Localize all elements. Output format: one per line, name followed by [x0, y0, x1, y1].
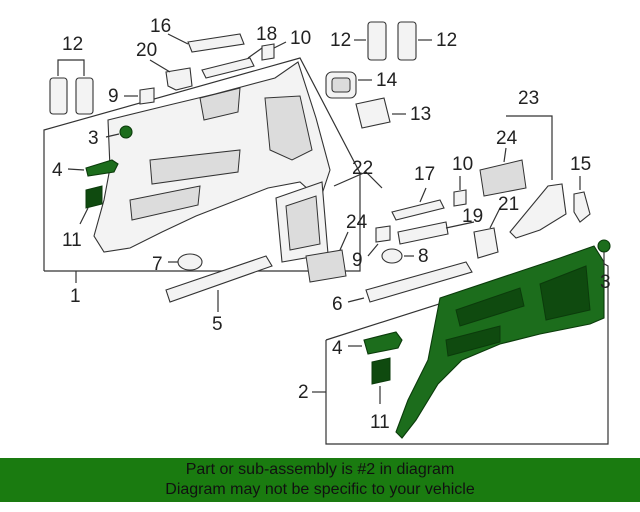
banner-line-2: Diagram may not be specific to your vehi… — [165, 481, 475, 498]
callout-12c: 12 — [436, 30, 457, 51]
callout-23: 23 — [518, 88, 539, 109]
callout-6: 6 — [332, 294, 343, 315]
fastener-3-right — [597, 239, 611, 253]
clip-9-right — [375, 225, 391, 243]
switch-11-left — [85, 185, 103, 209]
callout-24b: 24 — [496, 128, 518, 149]
callout-8: 8 — [418, 246, 429, 267]
lamp-12-left-b — [75, 77, 94, 115]
right-trim-lower-pocket — [445, 325, 501, 357]
clip-10-top — [261, 43, 275, 61]
callout-18: 18 — [256, 24, 277, 45]
lamp-12-right-b — [397, 21, 417, 61]
callout-10a: 10 — [290, 28, 311, 49]
trim-strip-17 — [391, 199, 445, 221]
cargo-net-24-left — [305, 249, 347, 283]
callout-12b: 12 — [330, 30, 351, 51]
cargo-panel-23 — [509, 183, 567, 239]
callout-11a: 11 — [62, 230, 82, 251]
callout-1: 1 — [70, 286, 81, 307]
trim-strip-19 — [397, 221, 449, 245]
callout-23-leader — [506, 115, 553, 180]
callout-9b-leader — [367, 243, 379, 257]
callout-2: 2 — [298, 382, 309, 403]
callout-15: 15 — [570, 154, 591, 175]
callout-3a: 3 — [88, 128, 99, 149]
left-trim-lower-pocket — [149, 149, 241, 185]
callout-3b: 3 — [600, 272, 611, 293]
callout-9b: 9 — [352, 250, 363, 271]
callout-11a-leader — [79, 207, 89, 225]
callout-17-leader — [419, 187, 427, 203]
callout-16-leader — [167, 33, 189, 45]
lamp-12-right-a — [367, 21, 387, 61]
callout-6-leader — [347, 297, 365, 303]
callout-16: 16 — [150, 16, 171, 37]
callout-11b: 11 — [370, 412, 390, 433]
callout-3a-leader — [105, 133, 120, 138]
clip-9-left — [139, 87, 155, 105]
callout-5: 5 — [212, 314, 223, 335]
callout-19: 19 — [462, 206, 483, 227]
callout-22-leader — [333, 171, 383, 189]
callout-17: 17 — [414, 164, 435, 185]
callout-4a-leader — [67, 168, 85, 171]
callout-12a-leader — [57, 59, 85, 76]
callout-22: 22 — [352, 158, 373, 179]
jack-cover-21 — [473, 227, 499, 259]
callout-20: 20 — [136, 40, 157, 61]
grommet-8 — [381, 248, 403, 264]
callout-19-leader — [445, 221, 475, 229]
lamp-12-left-a — [49, 77, 68, 115]
cargo-net-22 — [285, 195, 321, 251]
callout-4b: 4 — [332, 338, 343, 359]
cargo-net-24-right — [479, 159, 527, 197]
fastener-3-left — [119, 125, 133, 139]
callout-10a-leader — [273, 41, 287, 49]
assembly-1-outline — [43, 57, 361, 272]
clip-10-mid — [453, 189, 467, 207]
switch-11-right — [371, 357, 391, 385]
assembly-1-group: 1 — [43, 57, 361, 307]
handle-4-right — [363, 331, 403, 355]
callout-4a: 4 — [52, 160, 63, 181]
callout-12a: 12 — [62, 34, 83, 55]
trim-strip-16 — [187, 33, 245, 53]
callout-9a: 9 — [108, 86, 119, 107]
info-banner: Part or sub-assembly is #2 in diagram Di… — [0, 458, 640, 502]
callout-14: 14 — [376, 70, 398, 91]
bezel-14-inner — [331, 77, 351, 93]
sill-plate-6 — [365, 261, 473, 303]
callout-24b-leader — [503, 147, 507, 163]
sill-plate-5 — [165, 255, 273, 303]
callout-20-leader — [149, 59, 171, 73]
left-trim-rear-opening — [264, 95, 313, 161]
right-trim-rear-opening — [539, 265, 591, 321]
trim-strip-18 — [201, 57, 255, 79]
callout-21: 21 — [498, 194, 519, 215]
grommet-7 — [177, 253, 203, 271]
left-trim-storage-bin — [129, 185, 201, 221]
callout-13: 13 — [410, 104, 431, 125]
left-trim-upper-opening — [199, 87, 241, 121]
handle-4-left — [85, 159, 119, 177]
parts-diagram: 1 3 4 11 12 9 20 16 18 10 12 12 14 13 — [43, 16, 611, 445]
callout-24a-leader — [339, 231, 349, 251]
hook-15 — [573, 191, 591, 223]
callout-24a: 24 — [346, 212, 368, 233]
callout-18-leader — [247, 47, 263, 59]
assembly-2-group: 2 — [298, 245, 609, 445]
callout-21-leader — [489, 207, 501, 229]
callout-7: 7 — [152, 254, 163, 275]
vent-13 — [355, 97, 391, 129]
right-trim-upper-opening — [455, 287, 525, 327]
bracket-20 — [165, 67, 193, 91]
banner-line-1: Part or sub-assembly is #2 in diagram — [185, 461, 455, 478]
callout-10b: 10 — [452, 154, 473, 175]
